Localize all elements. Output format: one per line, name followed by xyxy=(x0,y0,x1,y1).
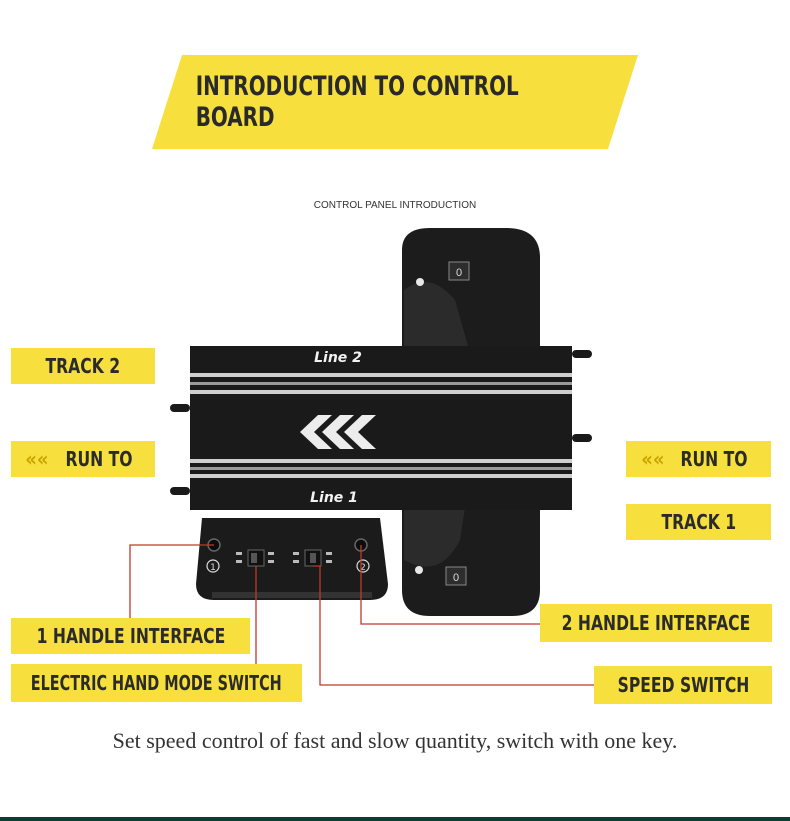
panel-subtitle: CONTROL PANEL INTRODUCTION xyxy=(313,200,477,211)
top-counter: 0 xyxy=(456,267,462,279)
control-box xyxy=(196,518,388,600)
page-title: INTRODUCTION TO CONTROL BOARD xyxy=(195,71,519,133)
run-to-left-label: ««RUN TO xyxy=(11,441,155,477)
bottom-divider xyxy=(0,817,790,821)
caption: Set speed control of fast and slow quant… xyxy=(112,728,678,753)
track2-label: TRACK 2 xyxy=(11,348,155,384)
callout-lines xyxy=(129,544,594,686)
track1-label: TRACK 1 xyxy=(626,504,771,540)
run-to-right-label: ««RUN TO xyxy=(626,441,771,477)
chevrons-left-icon: «« xyxy=(640,447,665,471)
chevrons-left-icon: «« xyxy=(25,447,49,471)
handle1-interface-label: 1 HANDLE INTERFACE xyxy=(11,618,250,654)
port1-number: 1 xyxy=(210,563,216,573)
track-pins xyxy=(170,350,592,495)
rails xyxy=(190,373,572,478)
line2-label: Line 2 xyxy=(314,350,362,366)
speed-switch-label: SPEED SWITCH xyxy=(594,666,772,704)
port2-number: 2 xyxy=(360,563,366,573)
title-banner: INTRODUCTION TO CONTROL BOARD xyxy=(152,55,638,149)
direction-arrows-icon xyxy=(300,415,376,449)
track-body xyxy=(190,346,572,510)
handle2-interface-label: 2 HANDLE INTERFACE xyxy=(540,604,772,642)
bottom-counter-box xyxy=(445,566,467,586)
top-counter-box xyxy=(448,261,470,281)
top-indicator-dot xyxy=(416,278,424,286)
banner-shape xyxy=(152,55,638,149)
mode-switch-label: ELECTRIC HAND MODE SWITCH xyxy=(11,664,302,702)
bottom-counter: 0 xyxy=(453,572,459,584)
line1-label: Line 1 xyxy=(310,490,358,506)
bottom-indicator-dot xyxy=(415,566,423,574)
